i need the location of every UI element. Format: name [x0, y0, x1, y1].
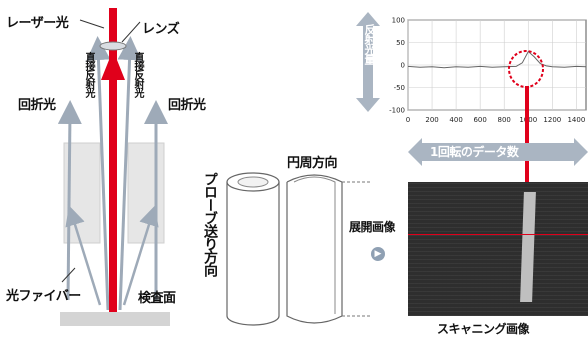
reflect-arrow-left [86, 36, 111, 311]
chart-x-tick: 1400 [567, 116, 585, 124]
peak-connector [525, 86, 529, 186]
laser-leader [79, 19, 105, 29]
chart-x-tick: 1200 [543, 116, 561, 124]
data-count-arrow [408, 138, 588, 166]
circumferential-label: 円周方向 [287, 156, 338, 171]
diffract-label-right: 回折光 [168, 98, 206, 113]
probe-cylinder [226, 182, 280, 326]
half-cylinder [286, 182, 343, 324]
laser-arrowhead [101, 50, 125, 80]
half-cylinder-inner [293, 176, 336, 314]
chart-y-tick: -100 [389, 107, 405, 115]
laser-label: レーザー光 [6, 16, 69, 31]
lens-label: レンズ [142, 22, 180, 37]
scan-line [408, 234, 588, 235]
chart-x-tick: 400 [449, 116, 462, 124]
scan-image [408, 182, 588, 316]
lens-shape [99, 41, 127, 51]
chart-x-tick: 200 [425, 116, 438, 124]
fiber-leader [61, 267, 76, 283]
diffract-arrow-left [57, 100, 82, 301]
unroll-arrow-icon: ▶ [371, 247, 385, 261]
chart-x-tick: 800 [498, 116, 511, 124]
laser-beam [109, 8, 117, 312]
fiber-box-right [127, 142, 165, 244]
chart-y-tick: 0 [401, 62, 405, 70]
chart-y-tick: -50 [394, 84, 405, 92]
fiber-label: 光ファイバー [6, 289, 81, 304]
y-axis-arrow [356, 12, 380, 112]
lens-leader [121, 21, 141, 43]
scan-defect-streak [520, 192, 536, 302]
laser-optics-diagram [57, 8, 170, 326]
half-cylinder-top [286, 174, 343, 183]
surface-label: 検査面 [138, 291, 176, 306]
direct-reflect-label-right: 直接反射光 [132, 52, 143, 97]
diffract-label-left: 回折光 [18, 98, 56, 113]
unroll-label: 展開画像 [349, 220, 396, 234]
data-count-label: 1回転のデータ数 [430, 145, 519, 159]
reflect-series-line [407, 50, 587, 69]
direct-reflect-label-left: 直接反射光 [83, 52, 94, 97]
y-axis-label: 反射光量 [363, 24, 376, 64]
probe-cylinder-bore [237, 176, 269, 188]
scan-label: スキャニング画像 [437, 322, 530, 336]
probe-cylinder-diagram [226, 172, 372, 326]
probe-feed-label: プローブ送り方向 [202, 172, 218, 276]
chart-y-tick: 50 [396, 39, 405, 47]
inspection-surface [60, 312, 170, 326]
chart-y-tick: 100 [392, 17, 405, 25]
chart-x-tick: 0 [406, 116, 410, 124]
scatter-arrow-right [122, 205, 159, 306]
scatter-arrow-left [65, 205, 102, 306]
chart-x-tick: 600 [473, 116, 486, 124]
reflect-arrow-right [117, 36, 142, 311]
